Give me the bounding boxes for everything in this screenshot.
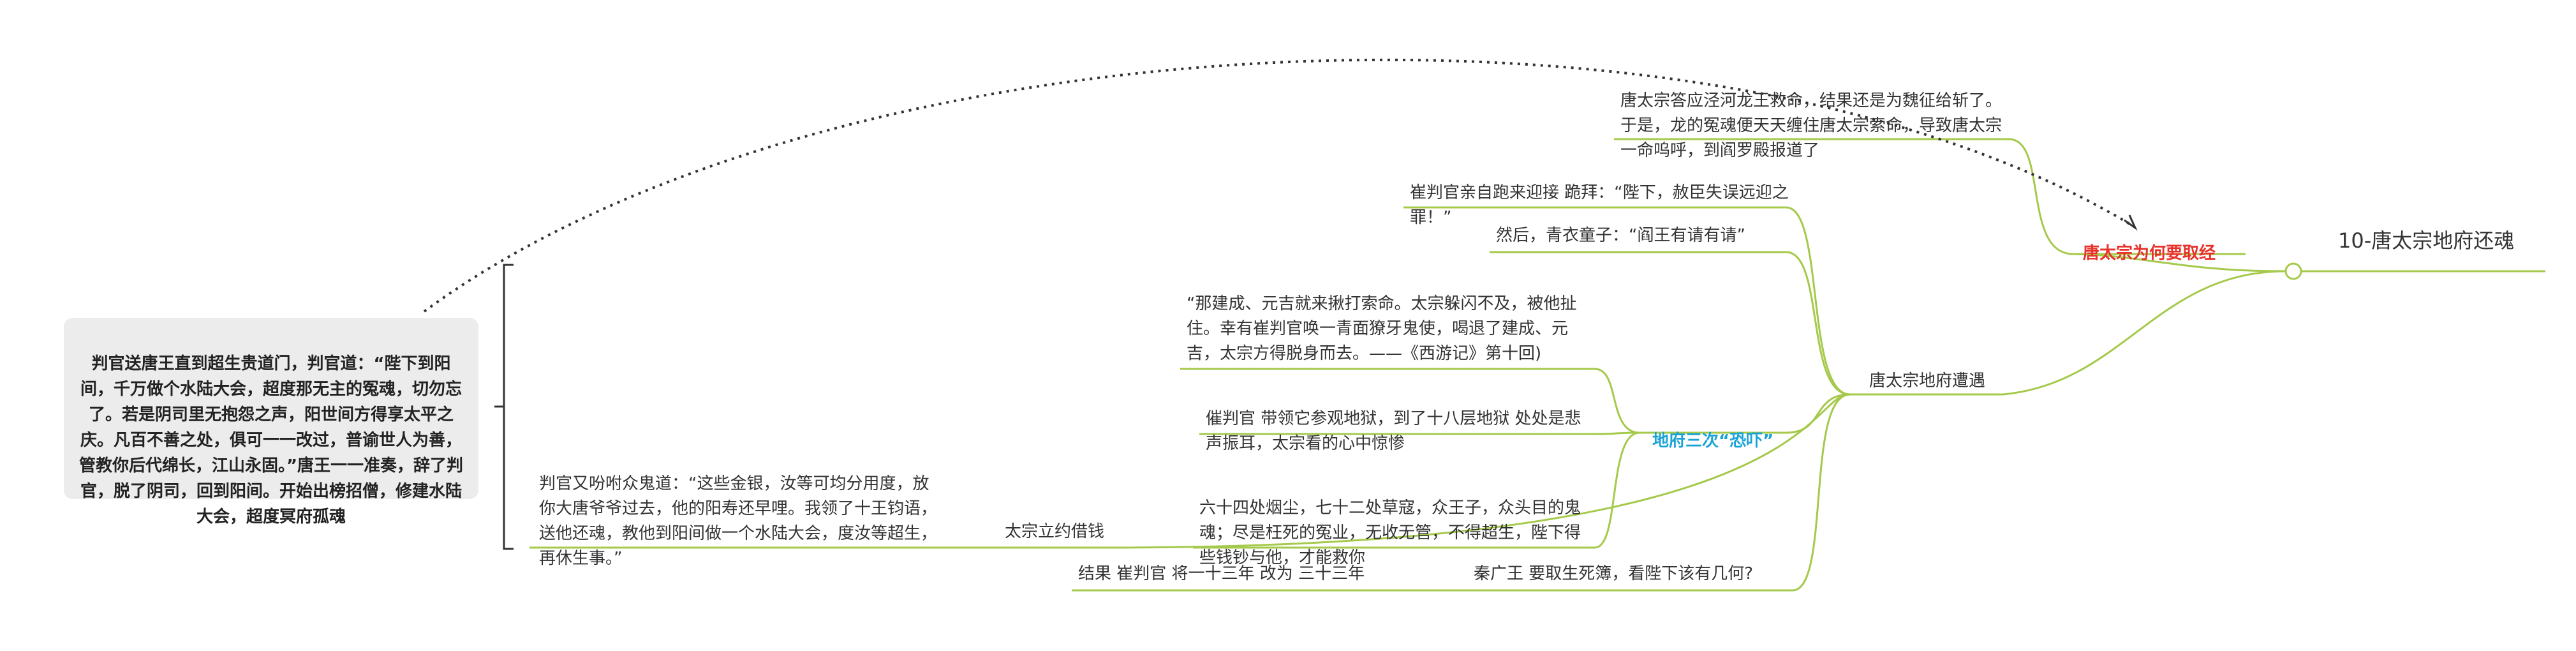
summary-bracket: [494, 264, 514, 550]
link-branch2-c2: [1786, 251, 1851, 396]
root-topic[interactable]: 10-唐太宗地府还魂: [2338, 228, 2514, 253]
topic-cui-greets[interactable]: 崔判官亲自跑来迎接 跪拜：“陛下，赦臣失误远迎之罪！”: [1410, 156, 1793, 230]
topic-cui-greets-text: 崔判官亲自跑来迎接 跪拜：“陛下，赦臣失误远迎之罪！”: [1410, 183, 1789, 227]
topic-yama-summons-text: 然后，青衣童子：“阎王有请有请”: [1496, 226, 1745, 245]
topic-dragon-ghost-text: 唐太宗答应泾河龙王救命，结果还是为魏征给斩了。于是，龙的冤魂便天天缠住唐太宗索命…: [1620, 91, 2002, 160]
topic-borrow-money-text: 太宗立约借钱: [1005, 522, 1105, 541]
summary-box[interactable]: 判官送唐王直到超生贵道门，判官道：“陛下到阳间，千万做个水陆大会，超度那无主的冤…: [64, 318, 478, 527]
topic-judge-instructs-ghosts-text: 判官又吩咐众鬼道：“这些金银，汝等可均分用度，放你大唐爷爷过去，他的阳寿还早哩。…: [539, 474, 938, 568]
topic-life-death-book-text: 秦广王 要取生死簿，看陛下该有几何?: [1474, 564, 1754, 583]
topic-wronged-souls[interactable]: 六十四处烟尘，七十二处草寇，众王子，众头目的鬼魂；尽是枉死的冤业，无收无管，不得…: [1199, 471, 1595, 571]
topic-dragon-ghost[interactable]: 唐太宗答应泾河龙王救命，结果还是为魏征给斩了。于是，龙的冤魂便天天缠住唐太宗索命…: [1620, 64, 2010, 163]
branch-underworld-encounter-label: 唐太宗地府遭遇: [1869, 371, 1986, 391]
link-branch2-c4: [1792, 393, 1851, 592]
link-root-branch2: [2002, 270, 2286, 396]
root-connector-circle: [2284, 262, 2302, 280]
topic-yama-summons[interactable]: 然后，青衣童子：“阎王有请有请”: [1496, 223, 1745, 248]
topic-wronged-souls-text: 六十四处烟尘，七十二处草寇，众王子，众头目的鬼魂；尽是枉死的冤业，无收无管，不得…: [1199, 498, 1581, 567]
branch-why-scripture-label: 唐太宗为何要取经: [2083, 244, 2216, 263]
link-branch2-c1: [1786, 206, 1851, 396]
link-branch2-c3: [1786, 393, 1851, 434]
topic-judge-instructs-ghosts[interactable]: 判官又吩咐众鬼道：“这些金银，汝等可均分用度，放你大唐爷爷过去，他的阳寿还早哩。…: [539, 447, 941, 571]
topic-three-scares-label: 地府三次“恐吓”: [1652, 431, 1774, 451]
link-branch2-c5: [1122, 393, 1851, 549]
topic-jiancheng-yuanji[interactable]: “那建成、元吉就来揪打索命。太宗躲闪不及，被他扯住。幸有崔判官唤一青面獠牙鬼使，…: [1187, 267, 1595, 366]
branch-why-scripture[interactable]: 唐太宗为何要取经: [2083, 241, 2216, 266]
link-kongxia-c2: [1594, 431, 1640, 435]
link-kongxia-c1: [1594, 368, 1640, 434]
topic-jiancheng-yuanji-text: “那建成、元吉就来揪打索命。太宗躲闪不及，被他扯住。幸有崔判官唤一青面獠牙鬼使，…: [1187, 294, 1577, 363]
link-root-branch1: [2073, 253, 2286, 273]
topic-years-changed[interactable]: 结果 崔判官 将一十三年 改为 三十三年: [1078, 562, 1365, 587]
topic-three-scares[interactable]: 地府三次“恐吓”: [1652, 429, 1773, 454]
root-topic-label: 10-唐太宗地府还魂: [2338, 228, 2515, 253]
topic-borrow-money[interactable]: 太宗立约借钱: [1005, 520, 1104, 544]
topic-eighteen-hells-text: 催判官 带领它参观地狱，到了十八层地狱 处处是悲声振耳，太宗看的心中惊惨: [1206, 409, 1581, 453]
branch-underworld-encounter[interactable]: 唐太宗地府遭遇: [1869, 369, 1985, 394]
topic-life-death-book[interactable]: 秦广王 要取生死簿，看陛下该有几何?: [1474, 562, 1753, 587]
relationship-arrowhead: [2124, 214, 2138, 231]
topic-years-changed-text: 结果 崔判官 将一十三年 改为 三十三年: [1078, 564, 1365, 583]
topic-eighteen-hells[interactable]: 催判官 带领它参观地狱，到了十八层地狱 处处是悲声振耳，太宗看的心中惊惨: [1206, 382, 1595, 456]
link-branch1-child: [2009, 138, 2074, 255]
link-kongxia-c3: [1594, 431, 1640, 549]
summary-text: 判官送唐王直到超生贵道门，判官道：“陛下到阳间，千万做个水陆大会，超度那无主的冤…: [78, 354, 464, 527]
